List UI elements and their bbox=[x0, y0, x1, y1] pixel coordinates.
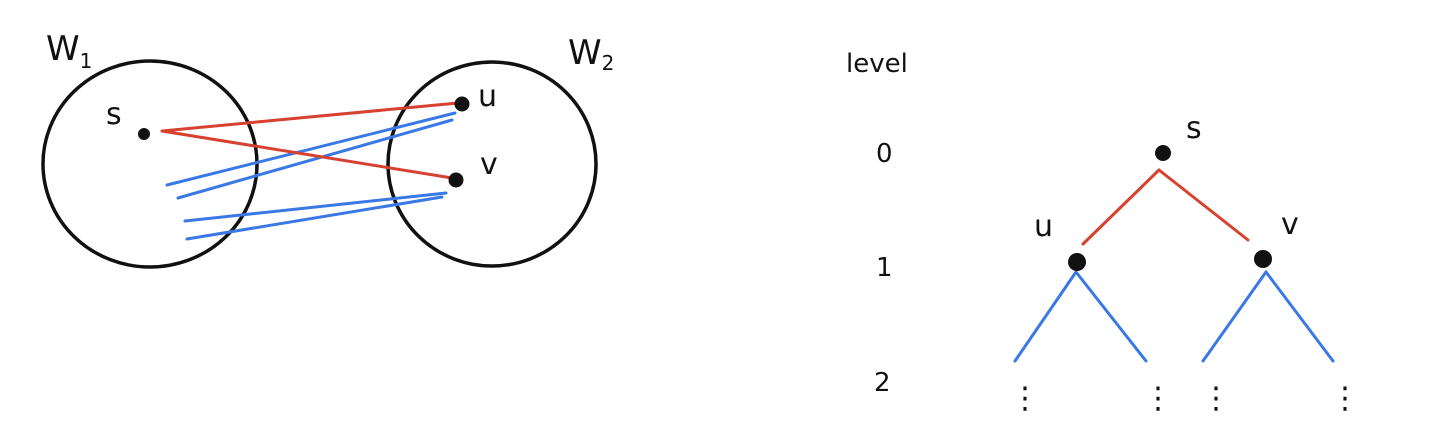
tree-red-edges bbox=[1081, 168, 1250, 246]
set-w2-label: W2 bbox=[568, 33, 614, 75]
red-edge-s-u bbox=[160, 101, 460, 133]
vertex-v-dot bbox=[448, 172, 464, 188]
tree-vertex-u-label: u bbox=[1034, 209, 1053, 244]
level-2-label: 2 bbox=[874, 368, 891, 398]
blue-edge bbox=[176, 118, 454, 200]
level-1-label: 1 bbox=[876, 253, 893, 283]
set-w2-circle bbox=[386, 60, 598, 268]
vertex-s-label: s bbox=[106, 97, 122, 132]
blue-edges bbox=[165, 111, 457, 241]
tree-edge-s-v bbox=[1157, 168, 1250, 242]
vertex-v-label: v bbox=[480, 147, 498, 182]
tree-vertex-s-dot bbox=[1155, 145, 1171, 161]
level-header: level bbox=[846, 49, 908, 79]
blue-edge bbox=[185, 195, 444, 241]
tree-blue-edges bbox=[1013, 270, 1335, 363]
vertex-u-dot bbox=[454, 96, 470, 112]
blue-edge bbox=[183, 191, 448, 223]
tree-edge-v-left bbox=[1201, 270, 1268, 363]
tree-vertex-s-label: s bbox=[1186, 111, 1202, 146]
continuation-dots: ⋮ bbox=[1010, 381, 1040, 416]
set-w1-circle bbox=[41, 59, 259, 269]
tree-edge-v-right bbox=[1264, 270, 1335, 363]
left-diagram: W1 W2 s u v bbox=[41, 29, 614, 269]
vertex-s-dot bbox=[138, 128, 150, 140]
tree-edge-u-left bbox=[1013, 270, 1078, 363]
continuation-dots: ⋮ bbox=[1330, 381, 1360, 416]
tree-vertex-v-dot bbox=[1254, 250, 1272, 268]
red-edges bbox=[160, 101, 460, 180]
red-edge-s-v bbox=[160, 129, 454, 180]
right-diagram: level 0 1 2 s u v ⋮ ⋮ ⋮ ⋮ bbox=[846, 49, 1360, 416]
set-w1-label: W1 bbox=[46, 29, 92, 73]
tree-vertex-v-label: v bbox=[1281, 207, 1299, 242]
level-0-label: 0 bbox=[876, 139, 893, 169]
tree-edge-u-right bbox=[1074, 270, 1148, 363]
tree-edge-s-u bbox=[1081, 168, 1161, 246]
continuation-dots: ⋮ bbox=[1143, 381, 1173, 416]
vertex-u-label: u bbox=[478, 79, 497, 114]
blue-edge bbox=[165, 111, 457, 187]
continuation-dots: ⋮ bbox=[1201, 381, 1231, 416]
tree-vertex-u-dot bbox=[1068, 253, 1086, 271]
